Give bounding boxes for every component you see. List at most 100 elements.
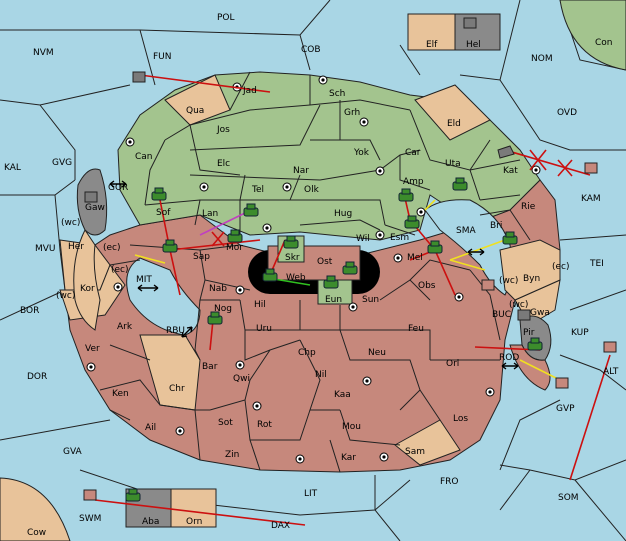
sc-sof-l xyxy=(199,182,209,192)
sc-orl xyxy=(485,387,495,397)
fleet-unit-swm xyxy=(83,489,97,501)
label-sot: Sot xyxy=(218,418,233,428)
label-kup: KUP xyxy=(571,328,589,338)
supply-centers xyxy=(86,75,541,464)
fleet-unit-gvp xyxy=(555,377,569,389)
label-bar: Bar xyxy=(202,362,218,372)
region-eld-shape xyxy=(414,84,491,141)
army-unit-mel xyxy=(427,240,443,254)
label-her-ec: (ec) xyxy=(103,243,121,253)
label-amp: Amp xyxy=(403,177,424,187)
label-obs: Obs xyxy=(418,281,436,291)
label-som: SOM xyxy=(558,493,579,503)
label-pol: POL xyxy=(217,13,235,23)
label-kor-ec: (ec) xyxy=(111,265,129,275)
label-gwa-wc: (wc) xyxy=(509,300,528,310)
label-swm: SWM xyxy=(79,514,101,524)
fleet-unit-kup xyxy=(603,341,617,353)
sc-obs xyxy=(454,292,464,302)
label-kal: KAL xyxy=(4,163,21,173)
sc-kor xyxy=(113,282,123,292)
sc-zin xyxy=(295,454,305,464)
north-borders xyxy=(144,71,531,241)
label-chr: Chr xyxy=(169,384,185,394)
label-elc: Elc xyxy=(217,159,230,169)
label-olk: Olk xyxy=(304,185,320,195)
label-can: Can xyxy=(135,152,153,162)
army-unit-web xyxy=(262,268,278,282)
army-unit-sap xyxy=(162,239,178,253)
label-sof: Sof xyxy=(156,208,171,218)
label-ark: Ark xyxy=(117,322,133,332)
label-jad: Jad xyxy=(242,86,257,96)
label-eld: Eld xyxy=(447,119,461,129)
label-jos: Jos xyxy=(216,125,230,135)
sc-lan xyxy=(262,223,272,233)
label-chp: Chp xyxy=(298,348,316,358)
label-sam: Sam xyxy=(405,447,425,457)
sc-kar xyxy=(379,452,389,462)
label-mor: Mor xyxy=(226,243,243,253)
label-los: Los xyxy=(453,414,468,424)
label-gva: GVA xyxy=(63,447,83,457)
fleet-unit-buc xyxy=(481,279,495,291)
label-aba: Aba xyxy=(142,517,159,527)
label-gaw-wc: (wc) xyxy=(61,218,80,228)
fleet-unit-kam xyxy=(584,162,598,174)
label-mou: Mou xyxy=(342,422,361,432)
label-nil: Nil xyxy=(315,370,327,380)
army-unit-esm xyxy=(404,215,420,229)
army-unit-nog xyxy=(207,311,223,325)
label-qua: Qua xyxy=(186,106,204,116)
label-nab: Nab xyxy=(209,284,227,294)
label-nom: NOM xyxy=(531,54,553,64)
army-unit-skr xyxy=(283,235,299,249)
label-buc: BUC xyxy=(492,310,511,320)
sc-kat xyxy=(531,165,541,175)
labels: POL NVM FUN COB NOM OVD KAL GVG MVU BOR … xyxy=(4,13,619,538)
sc-kaa xyxy=(362,376,372,386)
label-ost: Ost xyxy=(317,257,333,267)
label-nog: Nog xyxy=(214,304,232,314)
label-ver: Ver xyxy=(85,344,100,354)
label-mit: MIT xyxy=(136,275,152,285)
label-esm: Esm xyxy=(390,233,409,243)
island-gaw-tail xyxy=(73,229,101,331)
label-pir: Pir xyxy=(523,328,535,338)
army-unit-mor xyxy=(227,229,243,243)
label-con: Con xyxy=(595,38,613,48)
sc-sun xyxy=(348,302,358,312)
label-sun: Sun xyxy=(362,295,379,305)
label-yok: Yok xyxy=(353,148,370,158)
fleet-unit-gaw xyxy=(84,191,98,203)
label-byn-wc: (wc) xyxy=(499,276,518,286)
label-zin: Zin xyxy=(225,450,239,460)
army-unit-amp xyxy=(398,188,414,202)
south-borders xyxy=(99,244,501,473)
army-unit-byn xyxy=(502,231,518,245)
label-lan: Lan xyxy=(202,209,218,219)
sc-yok xyxy=(375,166,385,176)
region-sam-shape xyxy=(394,419,461,466)
label-tei: TEI xyxy=(589,259,604,269)
sc-grh xyxy=(359,117,369,127)
sc-ver xyxy=(86,362,96,372)
fleet-unit-hel xyxy=(463,17,477,29)
label-nvm: NVM xyxy=(33,48,54,58)
label-tel: Tel xyxy=(251,185,264,195)
label-gvg: GVG xyxy=(52,158,72,168)
label-hil: Hil xyxy=(254,300,266,310)
label-qwi: Qwi xyxy=(233,374,250,384)
sc-cob xyxy=(318,75,328,85)
sc-qwi xyxy=(235,360,245,370)
label-sma: SMA xyxy=(456,226,476,236)
label-ail: Ail xyxy=(145,423,156,433)
label-uru: Uru xyxy=(256,324,272,334)
fleet-unit-gwa xyxy=(517,309,531,321)
label-feu: Feu xyxy=(408,324,424,334)
label-cow: Cow xyxy=(27,528,46,538)
sc-mel xyxy=(393,253,403,263)
label-kor-wc: (wc) xyxy=(56,291,75,301)
